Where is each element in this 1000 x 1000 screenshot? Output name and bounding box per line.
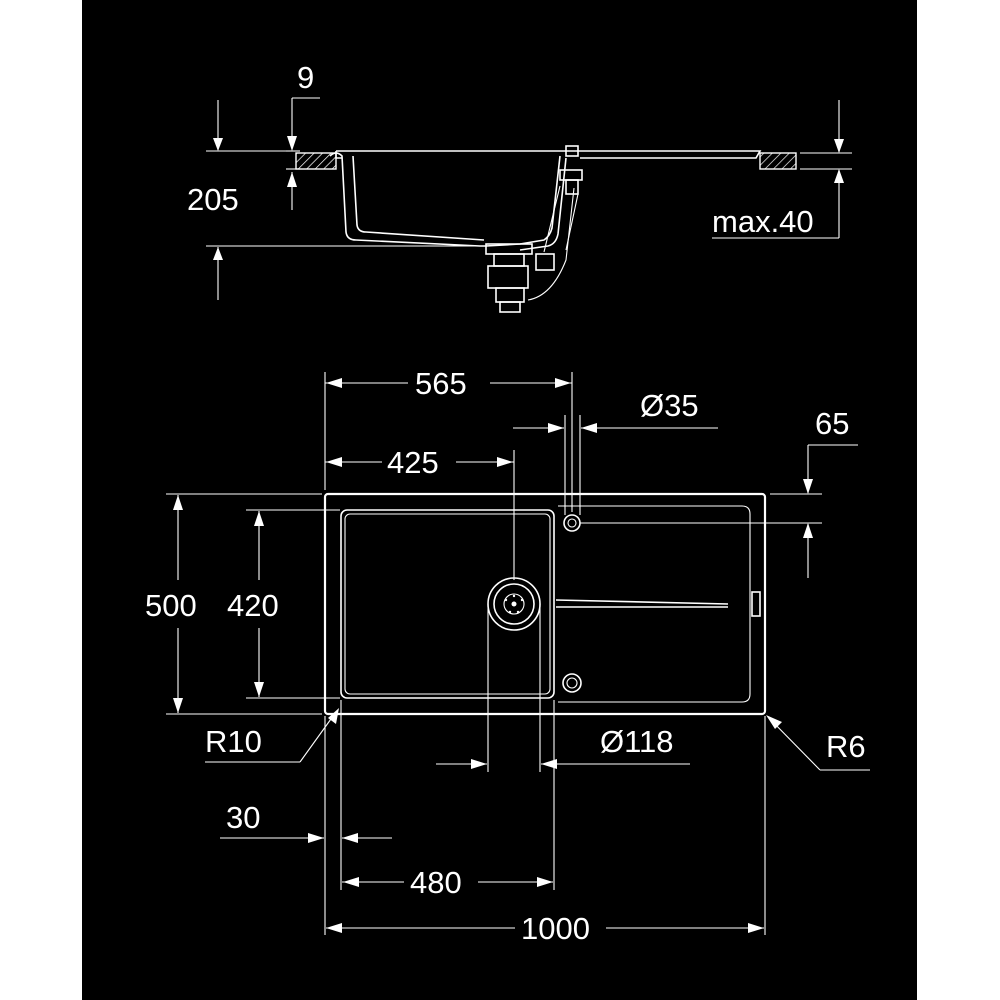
- dim-425-label: 425: [387, 445, 439, 480]
- overflow-fitting: [543, 145, 583, 253]
- worktop-right-hatch: [759, 152, 797, 170]
- side-slot: [751, 591, 761, 617]
- top-view: 565 Ø35 65 425 500: [145, 366, 870, 946]
- drainer-outline: [558, 505, 751, 703]
- dim-65-label: 65: [815, 406, 849, 441]
- bowl-outline: [340, 509, 555, 699]
- dim-500-label: 500: [145, 588, 197, 623]
- dim-30-label: 30: [226, 800, 260, 835]
- dim-205-label: 205: [187, 182, 239, 217]
- overflow-button: [562, 673, 582, 693]
- drainer-groove: [555, 599, 729, 608]
- worktop-left-hatch: [295, 152, 337, 170]
- dim-r10-label: R10: [205, 724, 262, 759]
- sink-top-plate: [335, 150, 762, 159]
- dim-1000-label: 1000: [521, 911, 590, 946]
- waste-drain: [487, 577, 541, 631]
- dim-565-label: 565: [415, 366, 467, 401]
- dim-9-label: 9: [297, 60, 314, 95]
- waste-fitting: [485, 187, 575, 313]
- side-view: 9 205 max.40: [187, 60, 852, 313]
- dim-480-label: 480: [410, 865, 462, 900]
- dim-r6-label: R6: [826, 729, 866, 764]
- tap-hole: [563, 514, 581, 532]
- dim-118-label: Ø118: [600, 724, 674, 759]
- sink-outline: [323, 492, 767, 716]
- dim-35-label: Ø35: [640, 388, 699, 423]
- dim-max40-label: max.40: [712, 204, 814, 239]
- dim-420-label: 420: [227, 588, 279, 623]
- sink-bowl-profile: [329, 152, 567, 251]
